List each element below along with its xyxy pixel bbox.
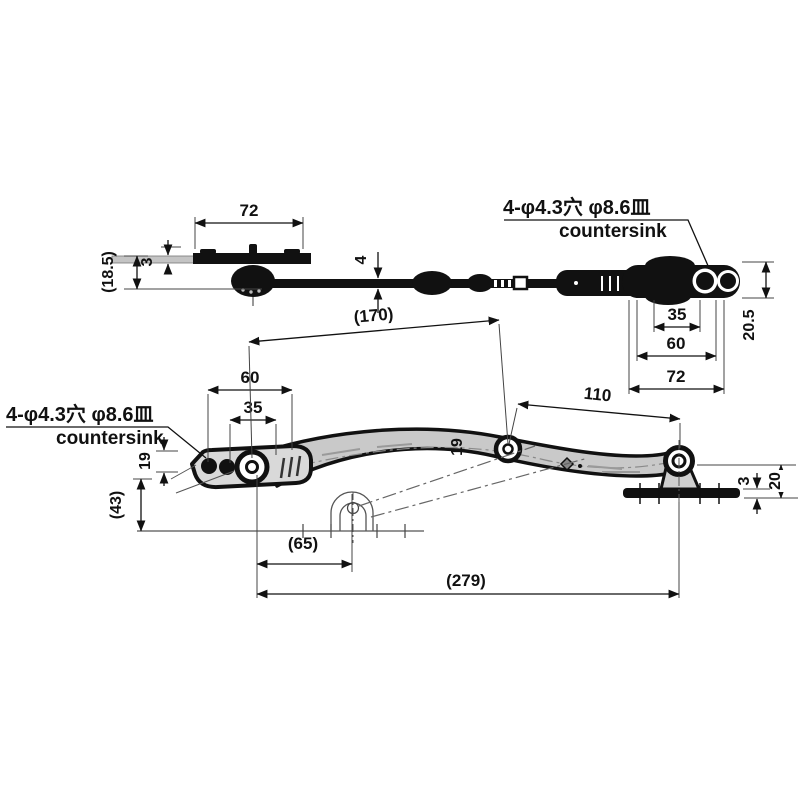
rivet-dot bbox=[249, 290, 253, 294]
hole-note-text: 4-φ4.3穴 φ8.6皿 bbox=[503, 195, 651, 219]
arm-surface-marks bbox=[321, 443, 640, 473]
countersunk-hole bbox=[696, 272, 714, 290]
dim-text: (43) bbox=[108, 491, 125, 519]
middle-pivot-pin bbox=[502, 443, 514, 455]
dim-text: 3 bbox=[139, 257, 156, 266]
dim-text-mask bbox=[772, 470, 789, 492]
dim-plate-width: 72 bbox=[194, 201, 304, 249]
bar-boss bbox=[412, 271, 452, 295]
dim-arm-width: 19 bbox=[449, 438, 466, 456]
dim-overall-length: (279) bbox=[256, 502, 680, 599]
top-mount-plate bbox=[193, 253, 311, 264]
dim-text: 4 bbox=[353, 255, 370, 264]
dim-text: 3 bbox=[736, 476, 753, 485]
dim-left-end-height: 19 bbox=[137, 437, 178, 486]
dim-text: 72 bbox=[667, 367, 686, 386]
bar-slide-marks bbox=[494, 280, 511, 287]
detail-dot bbox=[578, 464, 582, 468]
dim-plate-thickness: 3 bbox=[139, 240, 181, 275]
dim-text: 19 bbox=[137, 452, 154, 470]
dim-text: 72 bbox=[240, 201, 259, 220]
dim-end-height: 20.5 bbox=[741, 261, 774, 341]
countersunk-hole bbox=[720, 273, 736, 289]
countersunk-hole bbox=[201, 458, 217, 474]
link-pin bbox=[574, 281, 578, 285]
dim-base-thickness: 3 bbox=[736, 473, 798, 514]
dim-text: 35 bbox=[244, 398, 263, 417]
hole-note-left: 4-φ4.3穴 φ8.6皿 countersink bbox=[6, 402, 207, 459]
arm-centerline bbox=[301, 446, 667, 469]
stay-arm bbox=[261, 427, 673, 488]
dim-closed-offset: (65) bbox=[256, 475, 353, 598]
bar-boss bbox=[467, 274, 493, 292]
dim-text: (18.5) bbox=[100, 251, 117, 293]
base-plate bbox=[623, 488, 740, 498]
bottom-mounted-view: 4-φ4.3穴 φ8.6皿 countersink 19 (43) 60 35 bbox=[6, 304, 798, 599]
dim-text: 110 bbox=[583, 384, 612, 406]
rivet-head bbox=[200, 249, 216, 254]
arm-end-serrations bbox=[279, 455, 302, 479]
dim-text: (170) bbox=[353, 304, 394, 326]
top-side-view: 72 3 (18.5) 4 35 60 bbox=[100, 195, 774, 394]
dim-hole-pitch: 35 bbox=[229, 398, 277, 463]
dim-bar-thickness: 4 bbox=[353, 252, 383, 313]
rivet-head bbox=[284, 249, 300, 254]
hole-note-top: 4-φ4.3穴 φ8.6皿 countersink bbox=[503, 195, 710, 269]
base-screw-ticks bbox=[639, 483, 720, 504]
dim-overall-height: (18.5) bbox=[100, 251, 262, 293]
dim-text: 60 bbox=[667, 334, 686, 353]
dim-text: 20 bbox=[767, 472, 784, 490]
dim-pivot-span: (170) bbox=[248, 304, 509, 459]
dim-base-bracket-height: 20 bbox=[697, 464, 796, 499]
countersink-label: countersink bbox=[559, 221, 667, 242]
dim-text: (279) bbox=[446, 571, 486, 590]
dim-text: (65) bbox=[288, 534, 318, 553]
dim-end-stack: 35 60 72 bbox=[628, 300, 725, 394]
hole-note-text: 4-φ4.3穴 φ8.6皿 bbox=[6, 402, 154, 426]
dim-outer-link-span: 110 bbox=[508, 384, 681, 448]
pivot-pin bbox=[245, 460, 259, 474]
hinge-tab bbox=[249, 244, 257, 256]
dim-closed-drop: (43) bbox=[108, 478, 152, 532]
phantom-closed-position bbox=[137, 445, 589, 543]
slider-notch bbox=[512, 275, 529, 291]
rivet-dot bbox=[257, 289, 261, 293]
countersink-label: countersink bbox=[56, 428, 164, 449]
dim-text: 35 bbox=[668, 305, 687, 324]
countersunk-hole bbox=[219, 459, 235, 475]
dim-text: 20.5 bbox=[741, 309, 758, 340]
